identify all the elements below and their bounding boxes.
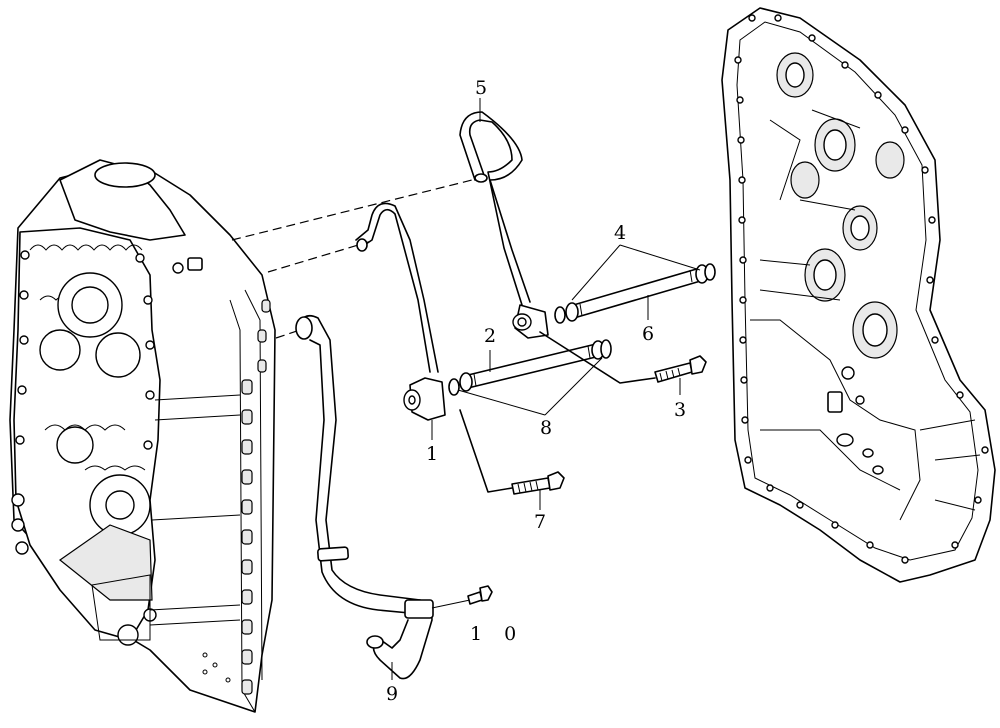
part-6-pipe [565, 264, 709, 322]
part-3-bolt [539, 331, 707, 384]
part-4-seals [554, 263, 716, 324]
callout-4: 4 [614, 222, 626, 244]
part-7-bolt [459, 409, 565, 495]
callout-7: 7 [534, 511, 546, 533]
part-8-seals [448, 339, 612, 396]
callout-labels: 5 2 4 6 3 1 8 7 1 0 9 [386, 77, 686, 705]
callout-3: 3 [674, 399, 686, 421]
cover-perimeter-bolts [734, 14, 989, 564]
part-9-hose [295, 314, 434, 680]
leader-lines [391, 98, 701, 680]
callout-2: 2 [484, 325, 496, 347]
part-5-tube [459, 111, 549, 339]
callout-6: 6 [642, 323, 654, 345]
side-flange-bosses [241, 299, 271, 695]
callout-5: 5 [475, 77, 487, 99]
part-10-bolt [431, 585, 493, 609]
callout-1: 1 [426, 443, 438, 465]
transmission-housing-left [9, 159, 276, 713]
callout-9: 9 [386, 683, 398, 705]
transmission-cover-right [721, 7, 996, 583]
callout-10: 1 0 [470, 623, 524, 645]
part-1-tube [355, 202, 446, 421]
part-2-pipe [459, 340, 605, 392]
callout-8: 8 [540, 417, 552, 439]
cover-bores [776, 52, 905, 359]
